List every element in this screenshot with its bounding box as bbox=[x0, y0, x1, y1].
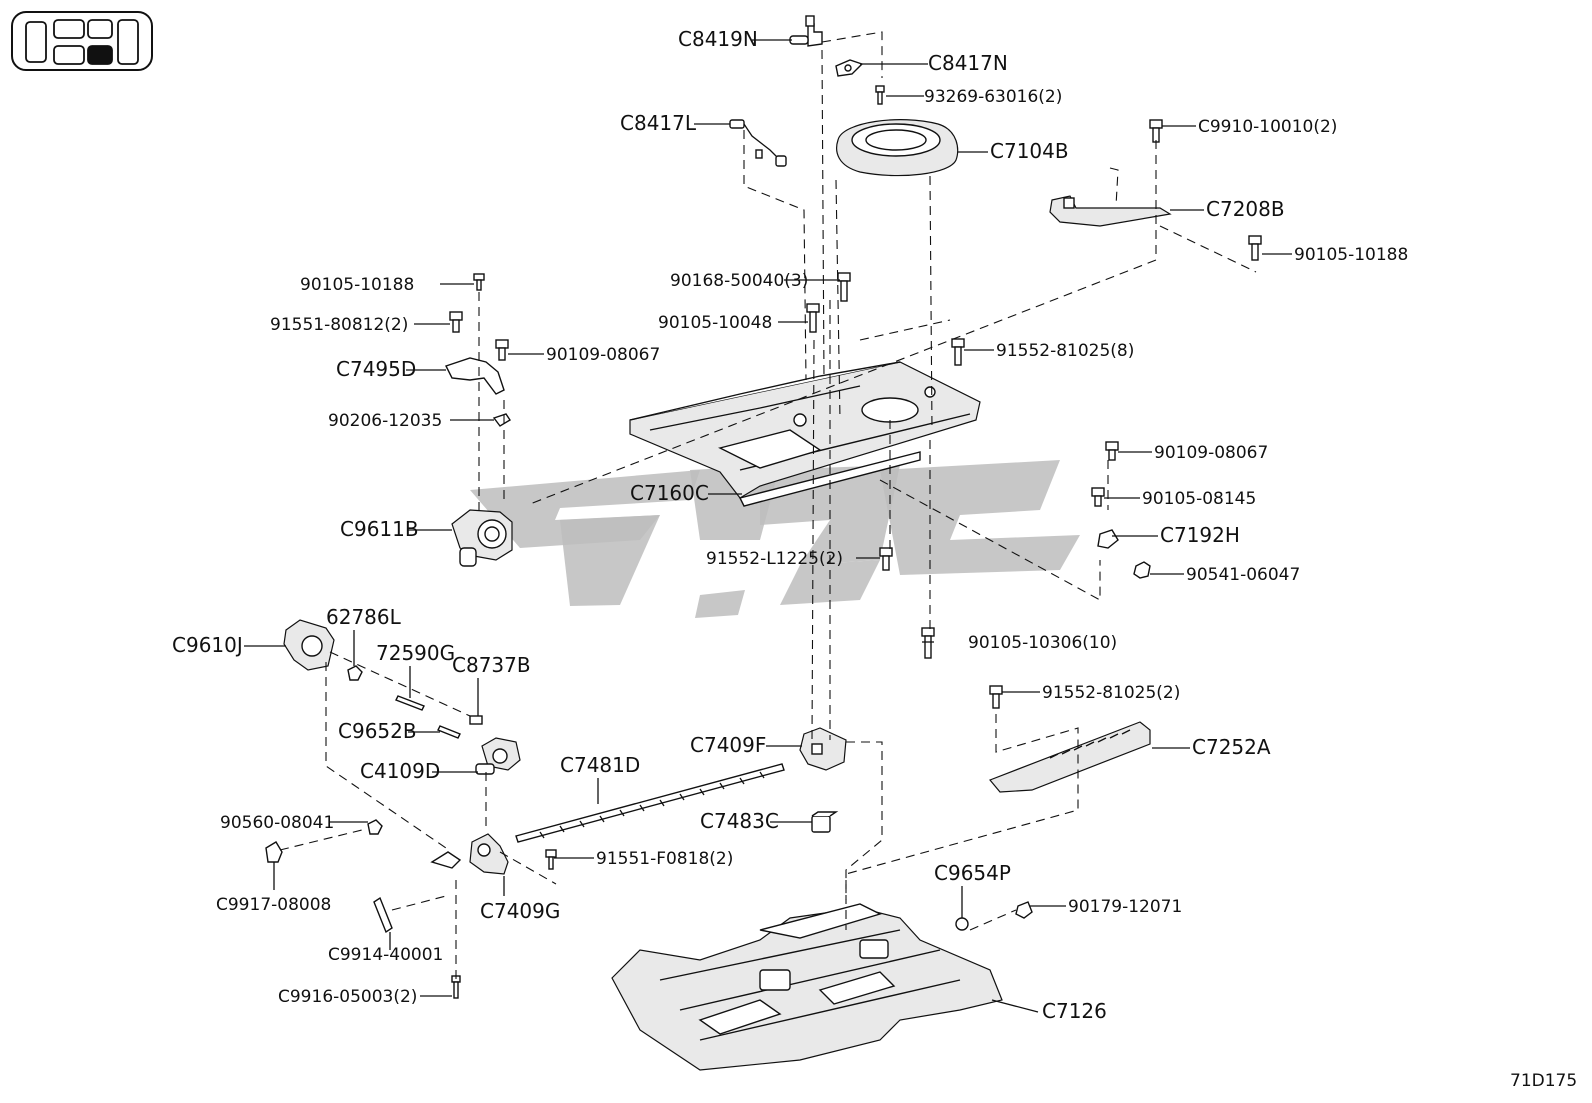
part-label: C7192H bbox=[1160, 523, 1240, 547]
part-label: C8737B bbox=[452, 653, 531, 677]
bolt-90105-10188-center bbox=[837, 272, 851, 302]
part-label: 90105-10048 bbox=[658, 313, 772, 333]
part-label: C7483C bbox=[700, 809, 779, 833]
part-label: C9916-05003(2) bbox=[278, 987, 417, 1007]
assembly-dashed-lines bbox=[279, 31, 1257, 980]
diagram-code: 71D175 bbox=[1510, 1071, 1577, 1091]
part-label: 90109-08067 bbox=[546, 345, 660, 365]
bracket-c7208b bbox=[1049, 195, 1172, 227]
part-label: C8419N bbox=[678, 27, 758, 51]
bracket-c7495d bbox=[445, 357, 505, 395]
part-label: 90179-12071 bbox=[1068, 897, 1182, 917]
bolt-93269 bbox=[875, 85, 885, 105]
part-label: C9610J bbox=[172, 633, 243, 657]
pin-c9652b bbox=[437, 725, 461, 739]
part-label: 91552-81025(8) bbox=[996, 341, 1134, 361]
lead-screw-c7481d bbox=[515, 763, 785, 843]
nut-90560 bbox=[367, 819, 383, 835]
part-label: C7208B bbox=[1206, 197, 1285, 221]
bolt-91552-81025-2 bbox=[989, 685, 1003, 709]
bolt-90109-08067-left bbox=[495, 339, 509, 361]
block-c7483c bbox=[811, 811, 839, 833]
part-label: 90105-10188 bbox=[300, 275, 414, 295]
part-label: 91552-81025(2) bbox=[1042, 683, 1180, 703]
part-label: C4109D bbox=[360, 759, 440, 783]
motor-c9610j bbox=[283, 619, 335, 671]
seat-track-c7160c bbox=[629, 361, 981, 507]
screw-90168 bbox=[473, 273, 485, 291]
cap-90179 bbox=[1015, 901, 1033, 919]
bolt-c9916 bbox=[451, 975, 461, 999]
bolt-90105-10188-right bbox=[1248, 235, 1262, 261]
part-labels: C8419N C8417N 93269-63016(2) C8417L C7104B C9… bbox=[172, 27, 1408, 1023]
nut-62786l bbox=[347, 665, 363, 681]
part-label: C9910-10010(2) bbox=[1198, 117, 1337, 137]
bracket-c7409g bbox=[430, 833, 509, 875]
part-label: 90105-08145 bbox=[1142, 489, 1256, 509]
part-label: C7409F bbox=[690, 733, 766, 757]
part-label: 90560-08041 bbox=[220, 813, 334, 833]
part-label: C9917-08008 bbox=[216, 895, 331, 915]
pad-c8737b bbox=[469, 715, 483, 725]
part-label: C9611B bbox=[340, 517, 419, 541]
part-label: 91551-F0818(2) bbox=[596, 849, 733, 869]
part-label: 90109-08067 bbox=[1154, 443, 1268, 463]
bolt-91551-f0818 bbox=[545, 849, 557, 870]
sensor-c8417n bbox=[835, 59, 864, 77]
nut-90541 bbox=[1133, 561, 1151, 579]
bolt-91552-l1225 bbox=[879, 547, 893, 571]
motor-c9611b bbox=[451, 509, 513, 567]
seat-frame-c7126 bbox=[611, 903, 1003, 1071]
part-label: C7495D bbox=[336, 357, 416, 381]
part-label: C7160C bbox=[630, 481, 709, 505]
bolt-91551-80812 bbox=[449, 311, 463, 333]
part-label: C7481D bbox=[560, 753, 640, 777]
bolt-c9910 bbox=[1149, 119, 1163, 143]
gearbox-c4109d bbox=[475, 737, 521, 775]
sensor-clip-c8419n bbox=[789, 15, 823, 47]
part-label: C7252A bbox=[1192, 735, 1271, 759]
part-label: C7409G bbox=[480, 899, 560, 923]
part-label: 90541-06047 bbox=[1186, 565, 1300, 585]
grommet-c9654p bbox=[955, 917, 969, 931]
bolt-90105-10048 bbox=[806, 303, 820, 333]
part-label: 72590G bbox=[376, 641, 455, 665]
part-label: C7104B bbox=[990, 139, 1069, 163]
part-label: 62786L bbox=[326, 605, 402, 629]
seat-position-locator-icon bbox=[11, 11, 153, 71]
part-label: 90206-12035 bbox=[328, 411, 442, 431]
part-label: C8417L bbox=[620, 111, 697, 135]
bracket-c7409f bbox=[799, 727, 847, 771]
part-label: 91552-L1225(2) bbox=[706, 549, 843, 569]
spacer-c9917 bbox=[265, 841, 283, 863]
part-label: 90168-50040(3) bbox=[670, 271, 808, 291]
bracket-c7192h bbox=[1097, 529, 1119, 549]
pin-72590g bbox=[395, 695, 425, 711]
part-label: C7126 bbox=[1042, 999, 1107, 1023]
part-label: 91551-80812(2) bbox=[270, 315, 408, 335]
leader-lines bbox=[244, 39, 1292, 1013]
part-label: 93269-63016(2) bbox=[924, 87, 1062, 107]
part-label: C9652B bbox=[338, 719, 417, 743]
harness-c8417l bbox=[729, 119, 787, 167]
part-label: 90105-10306(10) bbox=[968, 633, 1117, 653]
part-label: C9654P bbox=[934, 861, 1011, 885]
bolt-91552-81025-8 bbox=[951, 338, 965, 366]
track-cover-c7252a bbox=[989, 721, 1151, 793]
bolt-90105-10306 bbox=[921, 627, 935, 659]
bolt-90109-08067-right bbox=[1105, 441, 1119, 461]
bolt-90105-08145 bbox=[1091, 487, 1105, 507]
part-label: C8417N bbox=[928, 51, 1008, 75]
part-label: C9914-40001 bbox=[328, 945, 443, 965]
clip-90206 bbox=[492, 413, 511, 427]
part-label: 90105-10188 bbox=[1294, 245, 1408, 265]
bearing-ring-c7104b bbox=[836, 119, 959, 177]
pin-c9914 bbox=[373, 896, 393, 934]
